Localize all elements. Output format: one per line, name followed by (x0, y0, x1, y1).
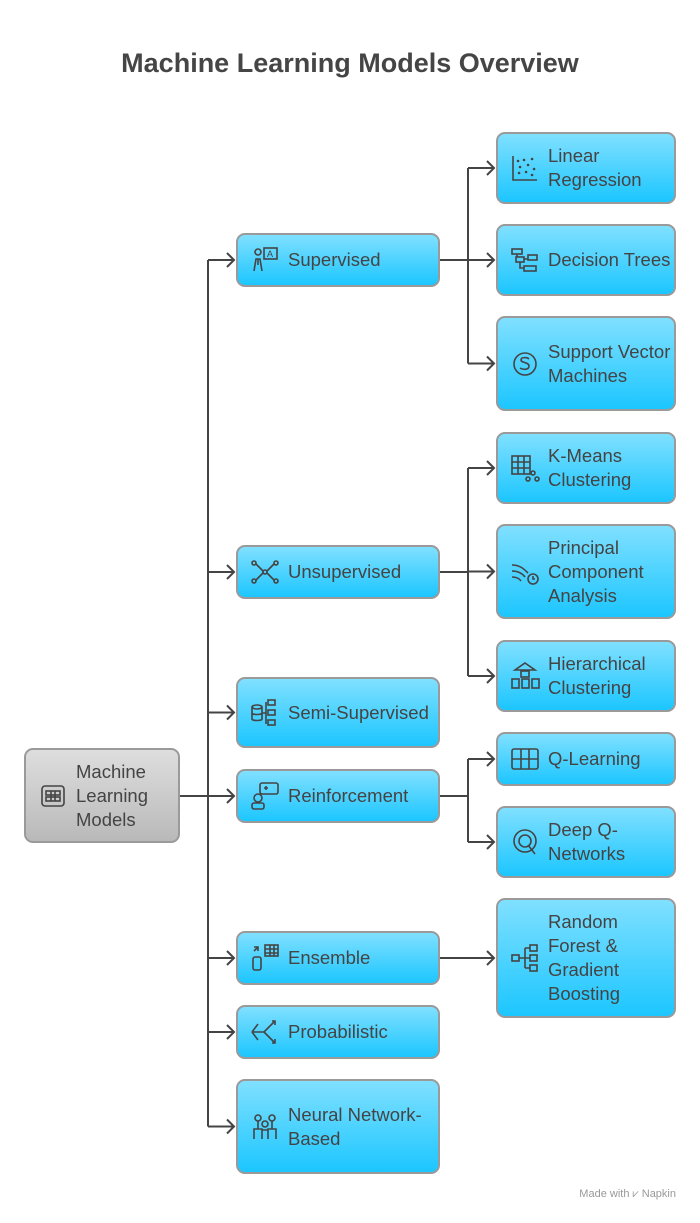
arrows-spread-icon (251, 1020, 276, 1044)
node-label: Q-Learning (548, 748, 641, 769)
arrowhead (486, 563, 496, 580)
model-node-principal-component-analysis[interactable]: Principal Component Analysis (496, 524, 676, 619)
node-label: Decision Trees (548, 249, 671, 270)
arrowhead (486, 751, 496, 767)
wind-clock-icon (511, 563, 539, 585)
arrowhead (226, 704, 236, 721)
arrowhead (486, 355, 496, 372)
grid-icon (511, 748, 539, 770)
node-label: Deep Q-Networks (548, 819, 626, 864)
category-node-semi-supervised[interactable]: Semi-Supervised (236, 677, 440, 748)
node-label: Supervised (288, 249, 381, 270)
database-tree-icon (251, 698, 276, 726)
arrowhead (486, 834, 496, 850)
arrowhead (486, 160, 496, 176)
robot-game-icon (251, 782, 279, 810)
model-node-decision-trees[interactable]: Decision Trees (496, 224, 676, 296)
node-label: Machine Learning Models (76, 760, 149, 830)
table-cluster-icon (511, 455, 540, 482)
arrowhead (226, 950, 236, 966)
arrowhead (486, 252, 496, 268)
s-logo-icon (513, 351, 537, 376)
node-label: Semi-Supervised (288, 701, 429, 723)
node-label: Probabilistic (288, 1021, 388, 1042)
arrowhead (486, 950, 496, 966)
root-node[interactable]: Machine Learning Models (24, 748, 180, 843)
node-label: Support Vector Machines (548, 340, 671, 386)
node-label: Linear Regression (548, 145, 642, 190)
arrowhead (226, 788, 236, 804)
node-label: Ensemble (288, 947, 371, 968)
arrowhead (226, 252, 236, 268)
node-label: Neural Network-Based (288, 1103, 422, 1149)
model-node-q-learning[interactable]: Q-Learning (496, 732, 676, 786)
network-nodes-icon (251, 560, 279, 584)
model-node-random-forest-gradient-boosting[interactable]: Random Forest & Gradient Boosting (496, 898, 676, 1018)
arrowhead (226, 1024, 236, 1040)
arrowhead (486, 668, 496, 684)
arrowhead (486, 460, 496, 476)
hierarchy-building-icon (511, 662, 540, 689)
phone-grid-icon (252, 944, 279, 971)
category-node-probabilistic[interactable]: Probabilistic (236, 1005, 440, 1059)
grid-table-icon (41, 784, 65, 807)
scatter-plot-icon (512, 156, 537, 181)
arrowhead (226, 564, 236, 580)
teacher-icon: A (253, 247, 278, 272)
category-node-unsupervised[interactable]: Unsupervised (236, 545, 440, 599)
model-node-support-vector-machines[interactable]: Support Vector Machines (496, 316, 676, 411)
q-circle-icon (513, 829, 537, 855)
node-label: Hierarchical Clustering (548, 653, 646, 698)
category-node-neural-network-based[interactable]: Neural Network-Based (236, 1079, 440, 1174)
node-label: K-Means Clustering (548, 445, 632, 490)
category-node-supervised[interactable]: A Supervised (236, 233, 440, 287)
people-network-icon (253, 1113, 277, 1139)
svg-text:A: A (267, 249, 273, 259)
model-node-linear-regression[interactable]: Linear Regression (496, 132, 676, 204)
category-node-ensemble[interactable]: Ensemble (236, 931, 440, 985)
made-with-napkin: Made with ⩗ Napkin (579, 1188, 676, 1200)
node-label: Reinforcement (288, 785, 409, 806)
node-label: Unsupervised (288, 561, 402, 582)
branch-icon (511, 944, 538, 972)
model-node-k-means-clustering[interactable]: K-Means Clustering (496, 432, 676, 504)
category-node-reinforcement[interactable]: Reinforcement (236, 769, 440, 823)
node-label: Principal Component Analysis (548, 536, 644, 606)
node-label: Random Forest & Gradient Boosting (548, 911, 620, 1004)
diagram-title: Machine Learning Models Overview (121, 48, 579, 78)
arrowhead (226, 1118, 236, 1135)
model-node-hierarchical-clustering[interactable]: Hierarchical Clustering (496, 640, 676, 712)
model-node-deep-q-networks[interactable]: Deep Q-Networks (496, 806, 676, 878)
tree-structure-icon (511, 248, 538, 272)
